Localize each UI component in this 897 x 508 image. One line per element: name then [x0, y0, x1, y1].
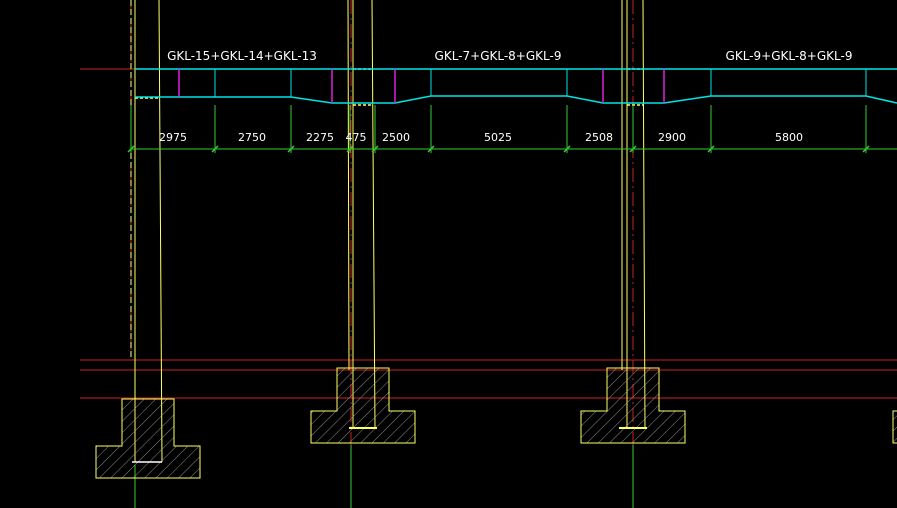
dim-label: 2750	[238, 131, 266, 144]
beam-label-1: GKL-15+GKL-14+GKL-13	[167, 49, 317, 63]
column-2[interactable]	[347, 0, 376, 429]
footing-3[interactable]	[580, 367, 686, 444]
dim-label: 2275	[306, 131, 334, 144]
dimension-ticks	[127, 145, 870, 153]
dim-label: 5025	[484, 131, 512, 144]
footing-1[interactable]	[95, 398, 201, 479]
beam[interactable]	[135, 68, 897, 104]
beam-break-marks	[178, 69, 665, 103]
dim-label: 2900	[658, 131, 686, 144]
beam-label-2: GKL-7+GKL-8+GKL-9	[435, 49, 562, 63]
dimension-labels: 2975 2750 2275 475 2500 5025 2508 2900 5…	[159, 131, 803, 144]
dim-label: 475	[346, 131, 367, 144]
dimension-line	[130, 105, 897, 153]
dim-label: 2975	[159, 131, 187, 144]
dim-label: 2500	[382, 131, 410, 144]
footing-2[interactable]	[310, 367, 416, 444]
column-1[interactable]	[130, 0, 163, 463]
dim-label: 2508	[585, 131, 613, 144]
axis-lines	[80, 68, 897, 399]
beam-ticks	[214, 69, 867, 97]
beam-label-3: GKL-9+GKL-8+GKL-9	[726, 49, 853, 63]
dim-label: 5800	[775, 131, 803, 144]
footing-centerlines	[134, 445, 634, 508]
footing-4-partial[interactable]	[892, 410, 897, 444]
beam-labels: GKL-15+GKL-14+GKL-13 GKL-7+GKL-8+GKL-9 G…	[167, 49, 852, 63]
